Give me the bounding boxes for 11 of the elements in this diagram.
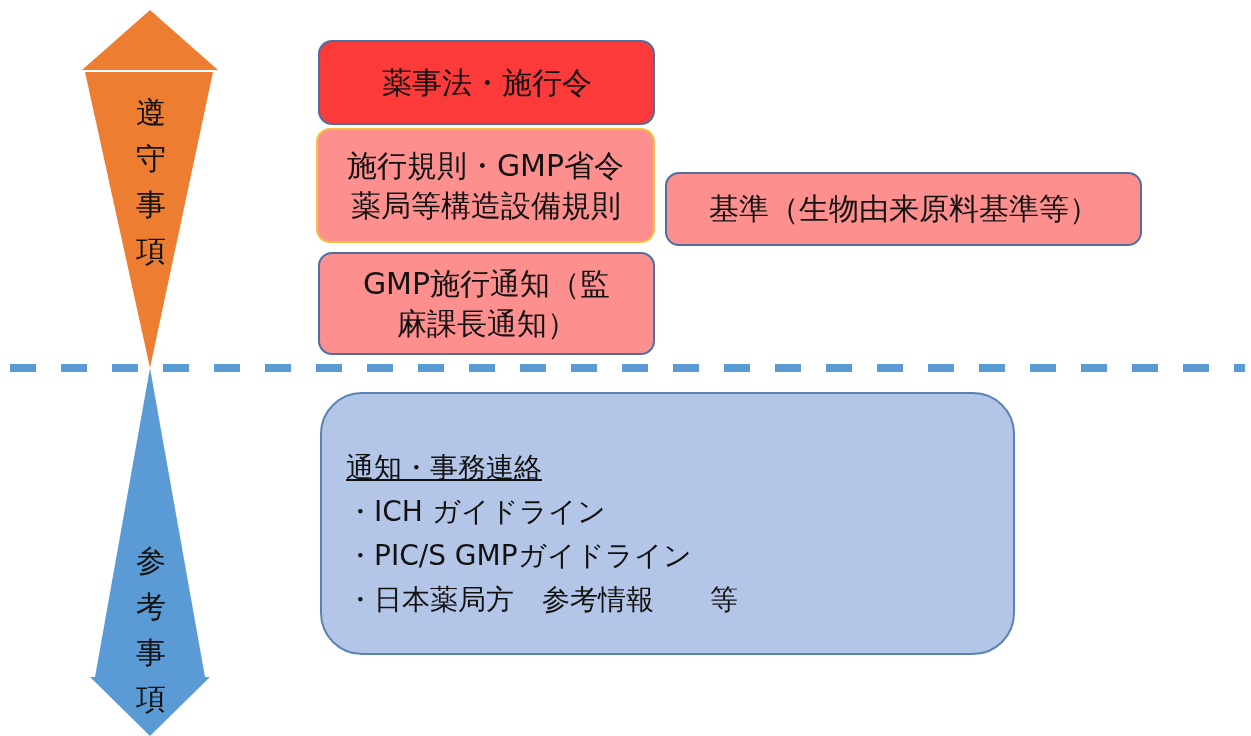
arrow-label: 参考事項 (135, 542, 166, 718)
process-box: 基準（生物由来原料基準等） (665, 172, 1142, 246)
process-box: 薬事法・施行令 (318, 40, 655, 125)
list-item: ・ICH ガイドライン (346, 494, 607, 530)
list-heading: 通知・事務連絡 (346, 450, 543, 486)
process-box: GMP施行通知（監麻課長通知） (318, 252, 655, 355)
list-item: ・日本薬局方 参考情報 等 (346, 582, 738, 618)
list-item: ・PIC/S GMPガイドライン (346, 538, 693, 574)
arrow-label: 遵守事項 (135, 94, 166, 270)
rounded-box (320, 392, 1015, 655)
process-box: 施行規則・GMP省令薬局等構造設備規則 (316, 128, 655, 243)
